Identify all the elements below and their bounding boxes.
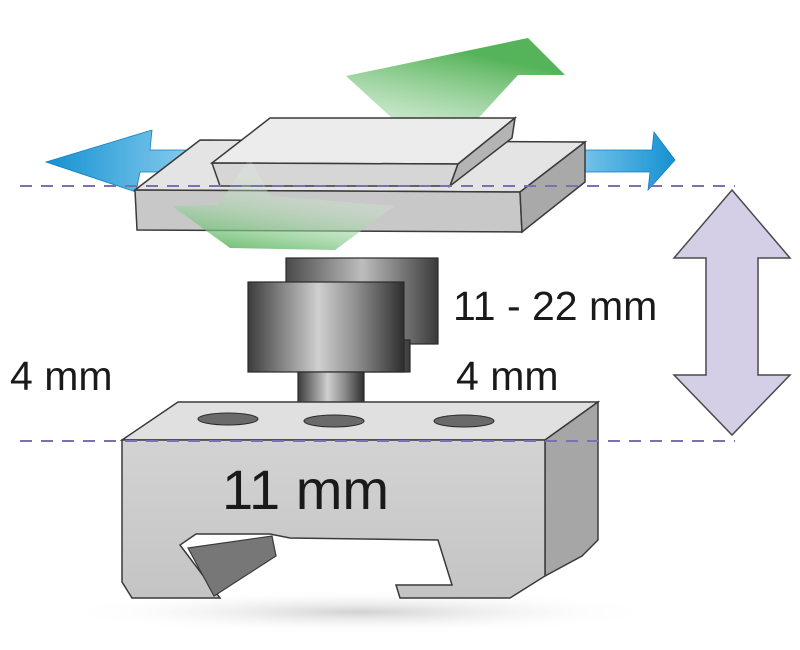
left-measure-label: 4 mm [10,353,113,399]
base-rail-block [119,400,601,599]
height-range-arrow-icon [672,188,792,437]
right-measure-label: 4 mm [456,353,559,399]
height-range-label: 11 - 22 mm [453,283,657,329]
cutting-cylinder [247,257,439,413]
depth-arrow-down-icon [172,158,395,250]
base-measure-label: 11 mm [222,458,389,521]
